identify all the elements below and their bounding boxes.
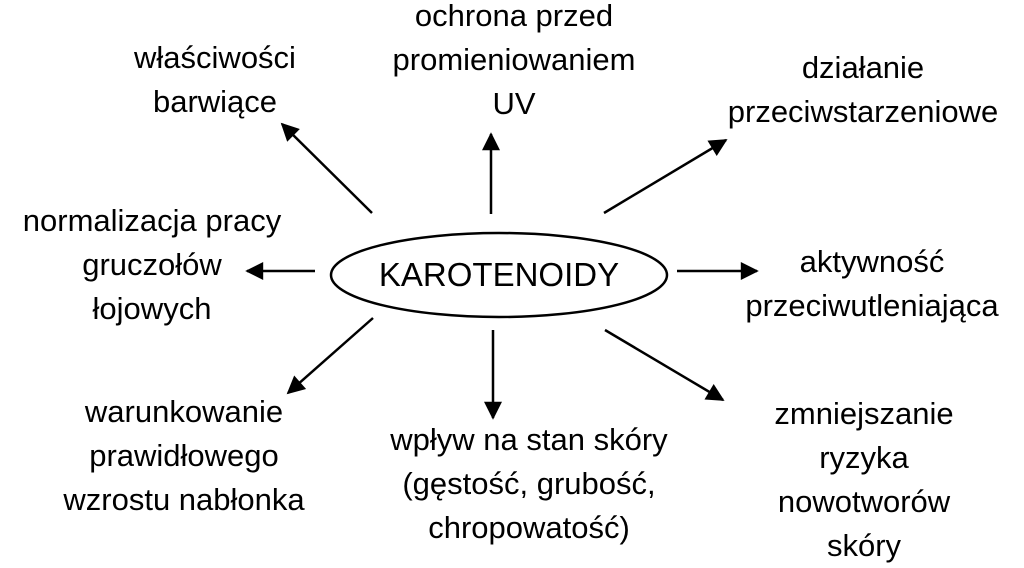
label-line: ochrona przed [414,0,614,33]
label-line: przeciwutleniająca [745,288,999,323]
label-line: wpływ na stan skóry [390,422,668,457]
label-line: gruczołów [82,247,222,282]
arrow-epithelium [286,317,374,395]
label-line: działanie [801,50,925,85]
label-uv-protection: ochrona przed promieniowaniem UV [354,0,674,126]
label-sebaceous: normalizacja pracy gruczołów łojowych [0,199,304,331]
arrow-anti-aging [603,138,728,215]
label-line: chropowatość) [428,510,630,545]
label-anti-aging: działanie przeciwstarzeniowe [698,46,1024,134]
label-line: aktywność [799,244,945,279]
arrow-cancer-risk [604,328,725,402]
label-line: zmniejszanie [774,396,954,431]
label-line: warunkowanie [84,394,284,429]
label-line: skóry [826,528,902,563]
label-line: promieniowaniem [392,42,636,77]
label-line: łojowych [92,291,212,326]
label-line: właściwości [134,40,296,75]
label-epithelium: warunkowanie prawidłowego wzrostu nabłon… [34,390,334,522]
arrow-colorants [280,122,373,214]
label-line: wzrostu nabłonka [63,482,305,517]
label-line: ryzyka [819,440,909,475]
label-line: nowotworów [777,484,951,519]
label-line: barwiące [152,84,278,119]
label-line: prawidłowego [89,438,279,473]
label-line: normalizacja pracy [22,203,282,238]
label-antioxidant: aktywność przeciwutleniająca [720,240,1024,328]
center-ellipse [329,231,669,319]
label-colorants: właściwości barwiące [105,36,325,124]
label-line: przeciwstarzeniowe [727,94,999,129]
label-line: (gęstość, grubość, [402,466,656,501]
center-label: KAROTENOIDY [378,256,620,293]
label-skin-condition: wpływ na stan skóry (gęstość, grubość, c… [364,418,694,550]
label-cancer-risk: zmniejszanie ryzyka nowotworów skóry [734,392,994,568]
label-line: UV [492,86,536,121]
